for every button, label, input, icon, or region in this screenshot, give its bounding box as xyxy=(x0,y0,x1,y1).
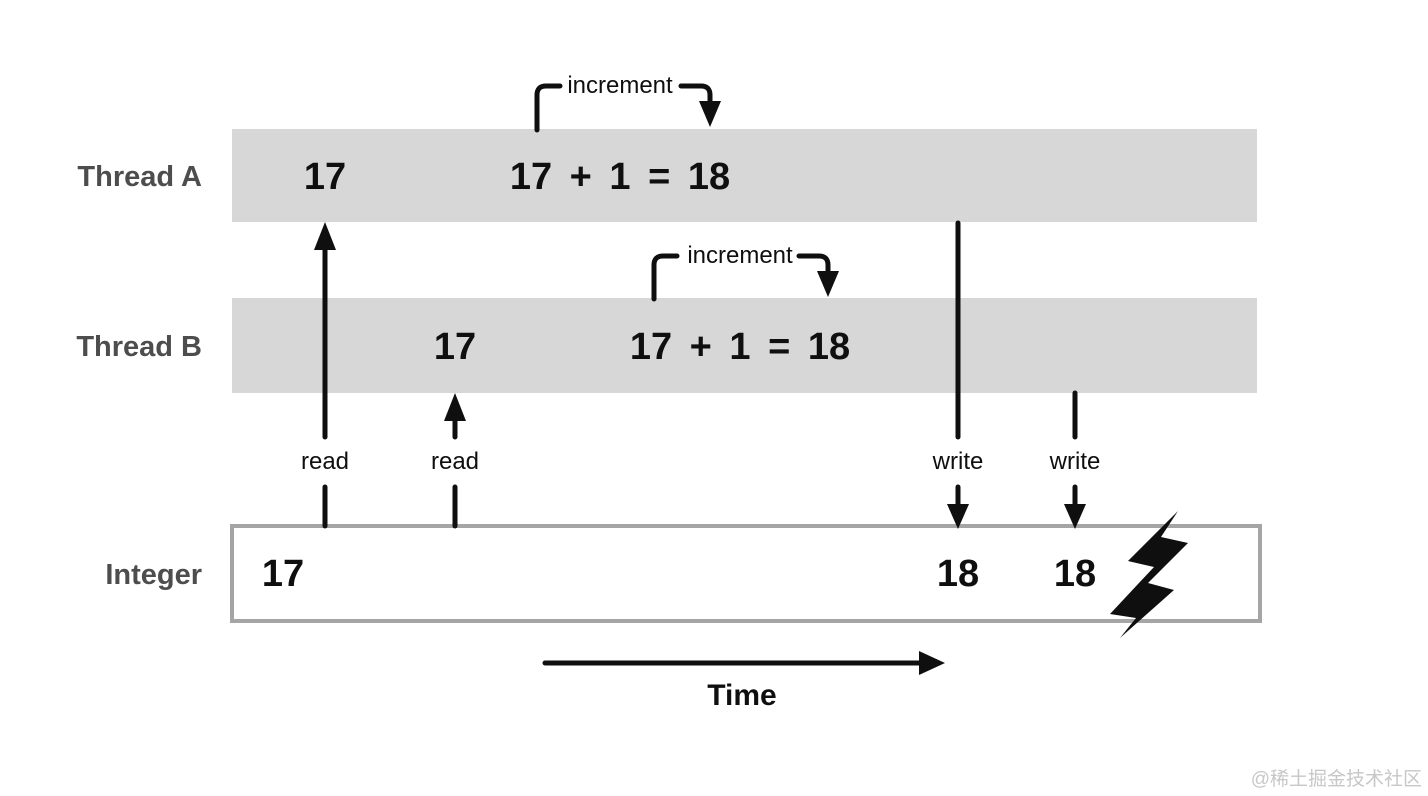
thread-b-band xyxy=(232,298,1257,393)
thread-b-read-value: 17 xyxy=(433,326,477,368)
read-a-label: read xyxy=(300,448,350,475)
integer-row-label: Integer xyxy=(105,559,202,591)
integer-box xyxy=(230,524,1262,623)
integer-written-value-a: 18 xyxy=(936,553,980,595)
read-b-arrowhead xyxy=(444,393,466,421)
thread-a-read-value: 17 xyxy=(303,156,347,198)
write-a-label: write xyxy=(932,448,984,475)
read-b-label: read xyxy=(430,448,480,475)
watermark: @稀土掘金技术社区 xyxy=(1250,769,1422,790)
time-axis-label: Time xyxy=(707,679,777,712)
increment-a-arrowhead xyxy=(699,101,721,127)
write-b-label: write xyxy=(1049,448,1101,475)
increment-b-arrowhead xyxy=(817,271,839,297)
thread-a-row-label: Thread A xyxy=(77,161,202,193)
read-a-arrowhead xyxy=(314,222,336,250)
integer-written-value-b: 18 xyxy=(1053,553,1097,595)
increment-b-label: increment xyxy=(687,242,793,269)
thread-b-row-label: Thread B xyxy=(76,331,202,363)
increment-a-label: increment xyxy=(567,72,673,99)
thread-b-expression: 17 + 1 = 18 xyxy=(629,326,851,368)
integer-initial-value: 17 xyxy=(261,553,305,595)
thread-a-expression: 17 + 1 = 18 xyxy=(509,156,731,198)
time-arrowhead xyxy=(919,651,945,675)
thread-a-band xyxy=(232,129,1257,222)
